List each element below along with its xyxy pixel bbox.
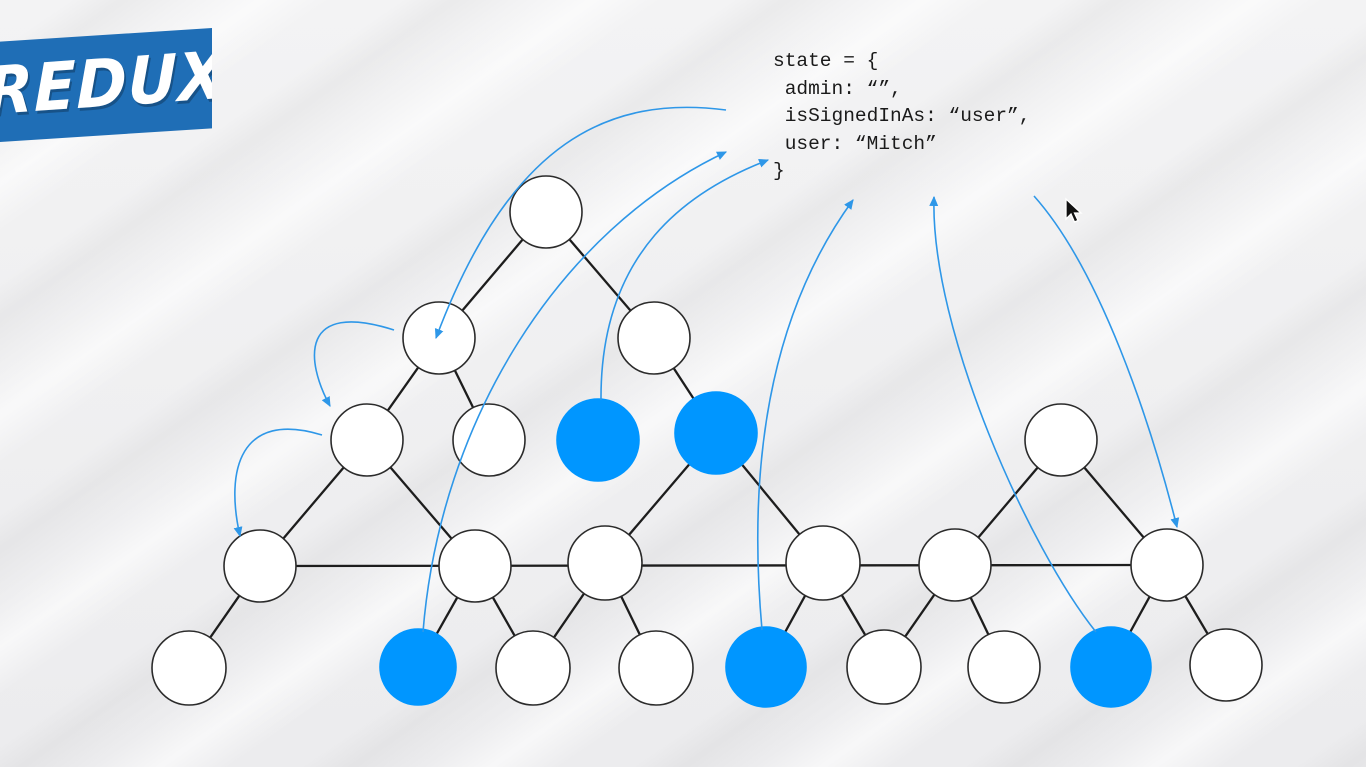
component-node-connected (379, 628, 457, 706)
component-node (438, 529, 512, 603)
component-node (402, 301, 476, 375)
component-node (151, 630, 227, 706)
component-node (1189, 628, 1263, 702)
arrow-node-to-state (422, 151, 728, 633)
arrow-node-to-state (757, 199, 854, 631)
component-node (223, 529, 297, 603)
component-node-connected (1070, 626, 1152, 708)
arrow-node-to-state (929, 195, 1097, 633)
code-line: state = { (773, 50, 879, 72)
component-node-connected (556, 398, 640, 482)
tree-edge (259, 563, 1168, 568)
arrow-node-to-state (600, 159, 770, 401)
arrow-state-to-node (1033, 195, 1180, 529)
component-node (567, 525, 643, 601)
component-node (846, 629, 922, 705)
component-node (785, 525, 861, 601)
component-node (618, 630, 694, 706)
code-line: } (773, 160, 785, 182)
state-code-block: state = { admin: “”, isSignedInAs: “user… (773, 48, 1030, 186)
tree-nodes (151, 175, 1263, 708)
component-node-connected (674, 391, 758, 475)
arrow-node-to-node (233, 428, 323, 538)
component-node (617, 301, 691, 375)
component-node (967, 630, 1041, 704)
redux-logo-text: REDUX (0, 36, 226, 130)
redux-logo-banner: REDUX (0, 28, 212, 142)
arrow-node-to-node (313, 321, 395, 407)
component-node (509, 175, 583, 249)
code-line: isSignedInAs: “user”, (773, 105, 1031, 127)
component-node (495, 630, 571, 706)
mouse-cursor-icon (1065, 197, 1083, 223)
state-arrows (233, 106, 1180, 633)
component-node-connected (725, 626, 807, 708)
component-node (1130, 528, 1204, 602)
arrow-state-to-node (434, 106, 727, 340)
component-node (918, 528, 992, 602)
component-node (1024, 403, 1098, 477)
code-line: admin: “”, (773, 77, 902, 100)
component-node (452, 403, 526, 477)
code-line: user: “Mitch” (773, 132, 937, 155)
component-node (330, 403, 404, 477)
